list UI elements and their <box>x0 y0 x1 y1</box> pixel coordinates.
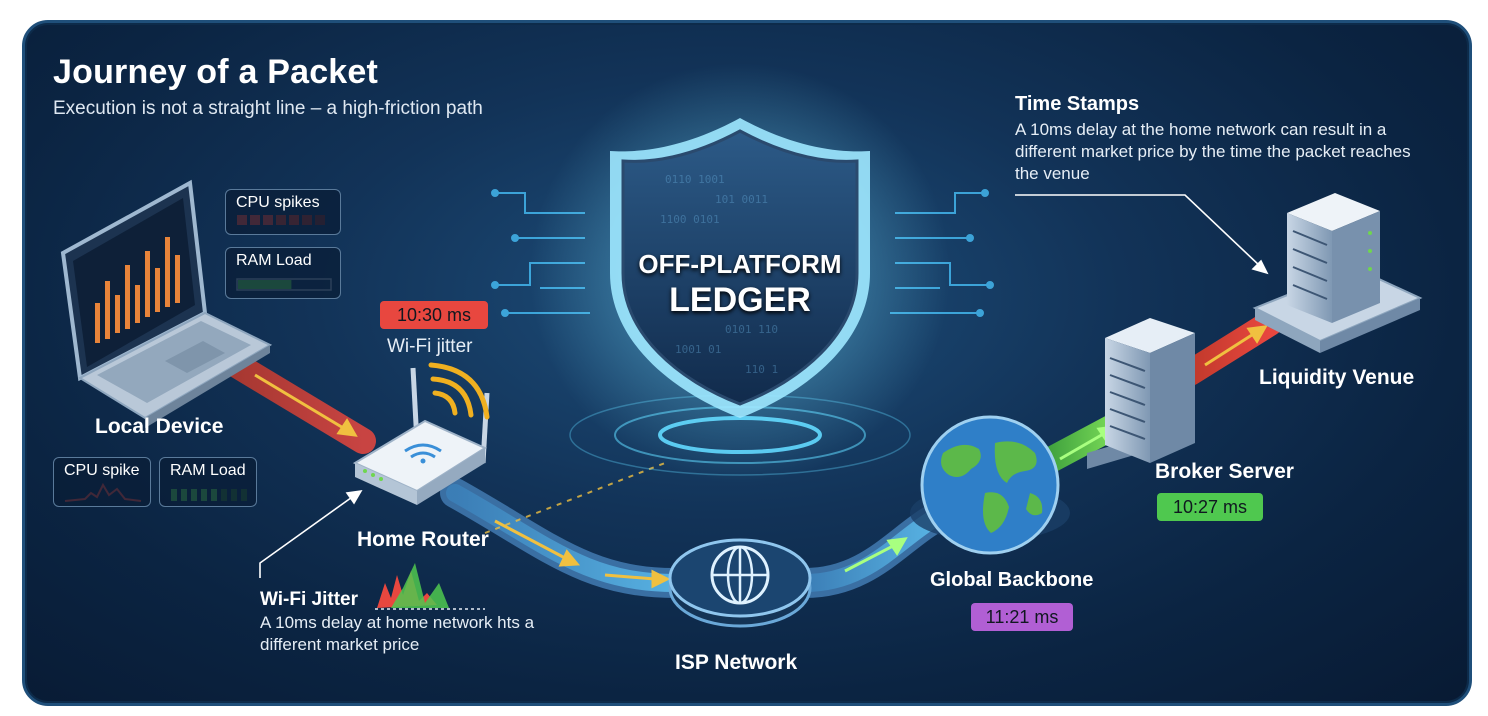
ram-load-label: RAM Load <box>236 252 312 269</box>
page-title: Journey of a Packet <box>53 53 379 91</box>
liquidity-venue-icon <box>1252 193 1423 353</box>
diagram-frame: 0110 1001 101 0011 1100 0101 0101 110 1001… <box>22 20 1472 706</box>
broker-server-label: Broker Server <box>1155 460 1294 483</box>
router-icon <box>352 362 490 505</box>
diagram-canvas: 0110 1001 101 0011 1100 0101 0101 110 1001… <box>60 63 1423 628</box>
svg-text:110 1: 110 1 <box>745 363 778 376</box>
packet-path <box>217 310 1283 598</box>
svg-text:1100 0101: 1100 0101 <box>660 213 720 226</box>
cpu-spikes-label: CPU spikes <box>236 194 320 211</box>
shield-icon: 0110 1001 101 0011 1100 0101 0101 110 1001… <box>610 118 870 418</box>
liquidity-venue-label: Liquidity Venue <box>1259 366 1415 389</box>
isp-network-label: ISP Network <box>675 651 798 674</box>
cpu-spike-label: CPU spike <box>64 462 140 479</box>
globe-icon <box>910 415 1070 555</box>
router-latency-badge: 10:30 ms <box>380 301 488 329</box>
isp-network-icon <box>668 538 812 628</box>
wifi-jitter-text: A 10ms delay at home network hts a diffe… <box>260 613 535 654</box>
svg-text:101 0011: 101 0011 <box>715 193 768 206</box>
cpu-spike-monitor: CPU spike <box>53 457 151 507</box>
shield-title-line1: OFF-PLATFORM <box>638 249 842 279</box>
router-latency-caption: Wi-Fi jitter <box>387 336 473 357</box>
global-backbone-label: Global Backbone <box>930 569 1094 591</box>
ram-load-device-monitor: RAM Load <box>159 457 257 507</box>
ram-load-device-label: RAM Load <box>170 462 246 479</box>
svg-text:0101 110: 0101 110 <box>725 323 778 336</box>
cpu-spikes-monitor: CPU spikes <box>225 189 341 235</box>
laptop-icon <box>60 179 273 428</box>
page-subtitle: Execution is not a straight line – a hig… <box>53 98 483 119</box>
time-stamps-title: Time Stamps <box>1015 93 1140 115</box>
local-device-label: Local Device <box>95 415 224 438</box>
jitter-histogram <box>375 563 485 610</box>
shield-title-line2: LEDGER <box>669 281 811 319</box>
svg-text:1001 01: 1001 01 <box>675 343 721 356</box>
ram-load-monitor: RAM Load <box>225 247 341 299</box>
annotation-pointers <box>259 194 1269 578</box>
svg-text:0110 1001: 0110 1001 <box>665 173 725 186</box>
backbone-latency-badge: 11:21 ms <box>971 603 1073 631</box>
broker-server-icon <box>1087 318 1195 469</box>
broker-latency-badge: 10:27 ms <box>1157 493 1263 521</box>
time-stamps-text: A 10ms delay at the home network can res… <box>1015 120 1411 183</box>
wifi-jitter-title: Wi-Fi Jitter <box>260 589 358 610</box>
home-router-label: Home Router <box>357 528 489 551</box>
